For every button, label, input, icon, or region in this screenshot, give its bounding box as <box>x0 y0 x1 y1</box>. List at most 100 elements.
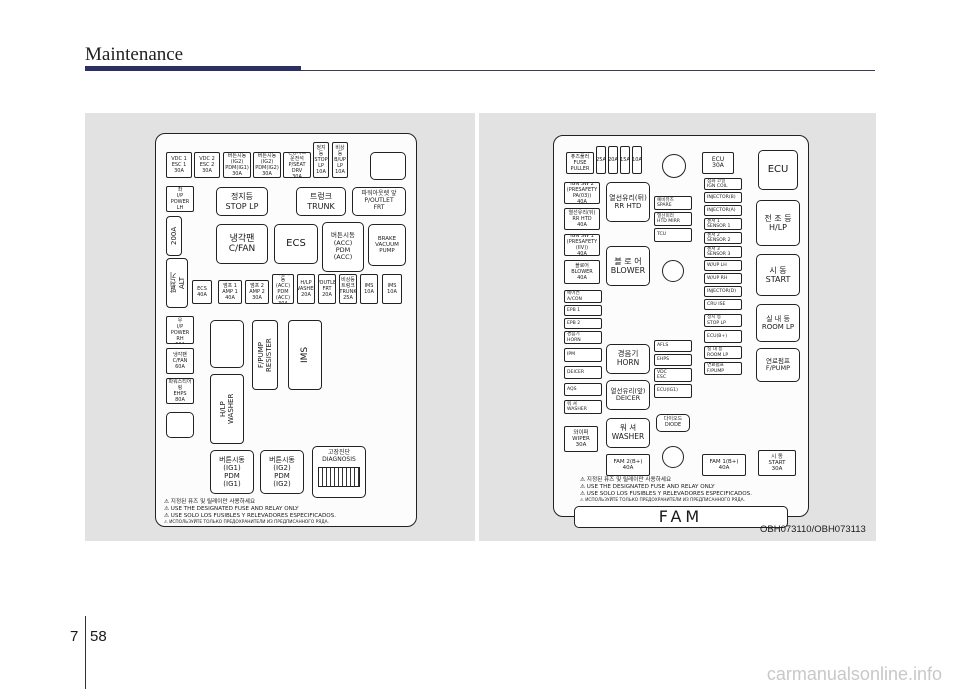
relay-pdm-ig1: 버튼시동 (IG1) PDM (IG1) <box>210 450 254 494</box>
fuse-amp2: 앰프 2 AMP 2 30A <box>245 280 269 304</box>
fuse-alt-200a: 200A <box>166 216 182 256</box>
spare-25a: 25A <box>596 146 606 174</box>
fuse-cruise: CRU ISE <box>704 299 742 310</box>
relay-pdm-acc: 버튼시동 (ACC) PDM (ACC) <box>322 222 364 272</box>
relay-blower: 블 로 어 BLOWER <box>606 246 650 286</box>
fuse-sensor3: 센서 3 SENSOR 3 <box>704 246 742 258</box>
relay-hlp-washer: H/LP WASHER <box>210 374 244 444</box>
figure-caption: OBH073110/OBH073113 <box>760 524 866 535</box>
relay-horn: 경음기 HORN <box>606 344 650 374</box>
diode: 다이오드 DIODE <box>656 414 690 432</box>
empty-relay-slot-2 <box>210 320 244 368</box>
watermark: carmanualsonline.info <box>766 664 942 684</box>
fuse-fam1: FAM 1(B+) 40A <box>702 454 746 476</box>
fuse-bup-lp: 비상등 B/UP LP 10A <box>332 142 348 178</box>
fuse-spare: 예비퓨즈 SPARE <box>654 196 692 210</box>
fuse-sensor1: 센서 1 SENSOR 1 <box>704 218 742 230</box>
warning-line-en: ⚠ USE THE DESIGNATED FUSE AND RELAY ONLY <box>164 506 299 512</box>
fuse-tcu: TCU <box>654 228 692 242</box>
diagnosis-label: 고장진단 DIAGNOSIS <box>322 449 356 463</box>
relay-rr-htd: 열선유리(뒤) RR HTD <box>606 182 650 222</box>
fuse-wup-rh: W/UP RH <box>704 273 742 284</box>
fuse-epb2: EPB 2 <box>564 318 602 329</box>
warning-line-ko: ⚠ 지정된 퓨즈 및 릴레이만 사용하세요 <box>580 477 672 483</box>
fuse-pdm-ig2: 버튼시동 (IG2) PDM(IG2) 30A <box>253 152 281 178</box>
fuse-htd-mirr: 열선미러 HTD MIRR <box>654 212 692 226</box>
fuse-ehps: EHPS <box>654 354 692 366</box>
warning-line-en: ⚠ USE THE DESIGNATED FUSE AND RELAY ONLY <box>580 484 715 490</box>
fuse-ecs-40a: ECS 40A <box>192 280 212 304</box>
fuse-cfan-60a: 냉각팬 C/FAN 60A <box>166 348 194 374</box>
fuse-ecu-bplus: ECU(B+) <box>704 330 742 343</box>
fuse-puller: 퓨즈풀러 FUSE PULLER <box>566 152 594 174</box>
alternator-label: 발전기 ALT <box>166 258 188 308</box>
fuse-ign-sw1: IGN SW 1 (PRESAFETY (IIV)) 40A <box>564 234 600 256</box>
warning-line-es: ⚠ USE SOLO LOS FUSIBLES Y RELEVADORES ES… <box>164 513 336 519</box>
fuse-pdm-ig1: 버튼시동 (IG2) PDM(IG1) 30A <box>223 152 251 178</box>
chapter-number: 7 <box>70 628 79 645</box>
fuse-afls: AFLS <box>654 340 692 352</box>
fuse-trunk: 비상등 트렁크 TRUNK 25A <box>339 274 357 304</box>
fuse-ign-sw2: IGN SW 2 (PRESAFETY PA(03)) 40A <box>564 182 600 204</box>
fuse-ipwr-lh: 실내 정션 좌 I/P POWER LH 60A <box>166 186 194 212</box>
fuse-deicer: DEICER <box>564 366 602 379</box>
spare-15a: 15A <box>620 146 630 174</box>
fuse-aqs: AQS <box>564 383 602 396</box>
fuse-vdc2: VDC 2 ESC 2 30A <box>194 152 220 178</box>
relay-brake-vacuum: BRAKE VACUUM PUMP <box>368 224 406 266</box>
diagnosis-pins <box>318 466 360 487</box>
relay-pdm-ig2: 버튼시동 (IG2) PDM (IG2) <box>260 450 304 494</box>
fuse-start-30a: 시 동 START 30A <box>758 450 796 476</box>
fuse-room-lp: 실 내 등 ROOM LP <box>704 346 742 359</box>
relay-p-outlet: 파워아웃렛 앞 P/OUTLET FRT <box>352 187 406 216</box>
mounting-hole-3 <box>662 446 684 468</box>
relay-deicer: 열선유리(앞) DEICER <box>606 380 650 410</box>
mounting-hole <box>662 154 686 178</box>
fuse-panel-right-figure: 퓨즈풀러 FUSE PULLER 25A 20A 15A 10A ECU 30A… <box>479 113 876 541</box>
page-number: 58 <box>90 628 107 645</box>
fuse-ims-b: IMS 10A <box>382 274 402 304</box>
fuse-f-pump: 연료펌프 F/PUMP <box>704 362 742 375</box>
fuse-ign-coil: 점화 코일 IGN COIL <box>704 178 742 190</box>
fuse-horn: 경음기 HORN <box>564 331 602 344</box>
warning-line-ko: ⚠ 지정된 퓨즈 및 릴레이만 사용하세요 <box>164 499 256 505</box>
fuse-hlp-washer: H/LP WASHER 20A <box>297 274 315 304</box>
fuse-wup-lh: W/UP LH <box>704 260 742 271</box>
spare-20a: 20A <box>608 146 618 174</box>
relay-f-pump: 연료펌프 F/PUMP <box>756 348 800 382</box>
warning-line-es: ⚠ USE SOLO LOS FUSIBLES Y RELEVADORES ES… <box>580 491 752 497</box>
fuse-washer: 워 셔 WASHER <box>564 400 602 414</box>
fuse-rr-htd: 열선유리(뒤) RR HTD 40A <box>564 208 600 230</box>
fuse-box-cover-right: 퓨즈풀러 FUSE PULLER 25A 20A 15A 10A ECU 30A… <box>553 135 809 528</box>
fuse-blower: 블로어 BLOWER 40A <box>564 260 600 284</box>
diagnosis-connector: 고장진단 DIAGNOSIS <box>312 446 366 498</box>
fuse-wiper: 와이퍼 WIPER 30A <box>564 426 598 452</box>
fuse-ehps: 파워스티어링 EHPS 80A <box>166 378 194 404</box>
fuse-injector-a: INJECTOR(A) <box>704 205 742 216</box>
mounting-hole-2 <box>662 260 684 282</box>
fuse-injector-d: INJECTOR(D) <box>704 286 742 297</box>
empty-slot <box>166 412 194 438</box>
spare-10a: 10A <box>632 146 642 174</box>
relay-ecs: ECS <box>274 224 318 264</box>
page-number-divider <box>85 616 86 689</box>
fuse-acon: 에어컨 A/CON <box>564 290 602 303</box>
fuse-injector-b: INJECTOR(B) <box>704 192 742 203</box>
relay-start: 시 동 START <box>756 254 800 296</box>
fuse-panel-left-figure: VDC 1 ESC 1 30A VDC 2 ESC 2 30A 버튼시동 (IG… <box>85 113 475 541</box>
header-rule <box>301 70 875 71</box>
page-title: Maintenance <box>85 44 184 65</box>
fuse-sensor2: 센서 2 SENSOR 2 <box>704 232 742 244</box>
fuse-ecu-30a: ECU 30A <box>702 152 734 174</box>
fuse-ims-a: IMS 10A <box>360 274 378 304</box>
fuse-amp1: 앰프 1 AMP 1 40A <box>218 280 242 304</box>
relay-ecu: ECU <box>758 150 798 190</box>
empty-relay-slot <box>370 152 406 180</box>
fuse-pdm-acc-30a: 버튼시동 (ACC) PDM (ACC) 30A <box>272 274 294 304</box>
relay-hlp: 전 조 등 H/LP <box>756 200 800 246</box>
fuse-stop-lp: 정지 등 STOP LP <box>704 314 742 327</box>
fam-block: FAM <box>574 506 788 528</box>
relay-washer: 워 셔 WASHER <box>606 418 650 448</box>
fuse-pseat: 전동시트 운전석 P/SEAT DRV 30A <box>283 152 311 178</box>
relay-ims: IMS <box>288 320 322 390</box>
